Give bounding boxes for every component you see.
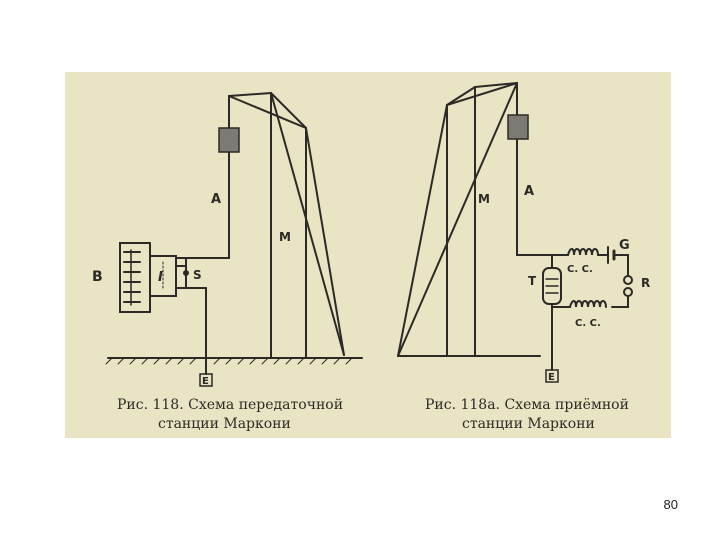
- label-mast-left: M: [279, 230, 291, 244]
- label-antenna-right: A: [524, 184, 534, 199]
- ground-hatch-left: [105, 357, 353, 365]
- label-coherer: T: [528, 274, 537, 288]
- page-number: 80: [663, 497, 678, 512]
- antenna-wire-left: [175, 95, 230, 259]
- label-earth-right: E: [548, 372, 555, 383]
- choke-coil-bottom: [569, 300, 607, 308]
- label-antenna-left: A: [211, 192, 221, 207]
- battery-left: [119, 242, 151, 313]
- label-earth-left: E: [202, 376, 209, 387]
- relay-r: [623, 275, 633, 297]
- antenna-wire-right: [516, 82, 553, 256]
- label-cc-top: С. С.: [567, 264, 593, 275]
- label-mast-right: M: [478, 192, 490, 206]
- label-cc-bottom: С. С.: [575, 318, 601, 329]
- label-relay-r: R: [641, 276, 650, 290]
- mast-left: [228, 92, 345, 359]
- spark-gap-left: [175, 257, 207, 289]
- label-coil: I: [158, 270, 163, 285]
- antenna-plate-left: [218, 127, 240, 153]
- coherer-tube: [542, 267, 562, 305]
- earth-terminal-left: [199, 373, 213, 387]
- label-spark-gap: S: [193, 268, 202, 282]
- label-battery: B: [92, 269, 103, 285]
- caption-left-line2: станции Маркони: [158, 416, 291, 432]
- earth-terminal-right: [545, 369, 559, 383]
- antenna-plate-right: [507, 114, 529, 140]
- caption-right-line1: Рис. 118а. Схема приёмной: [425, 397, 629, 413]
- receiver-diagram: [397, 82, 633, 383]
- mast-right: [397, 82, 518, 357]
- induction-coil-left: [149, 255, 177, 297]
- transmitter-diagram: [105, 92, 363, 387]
- caption-left-line1: Рис. 118. Схема передаточной: [117, 397, 343, 413]
- caption-right-line2: станции Маркони: [462, 416, 595, 432]
- choke-coil-top: [567, 248, 599, 256]
- label-battery-g: G: [619, 238, 630, 253]
